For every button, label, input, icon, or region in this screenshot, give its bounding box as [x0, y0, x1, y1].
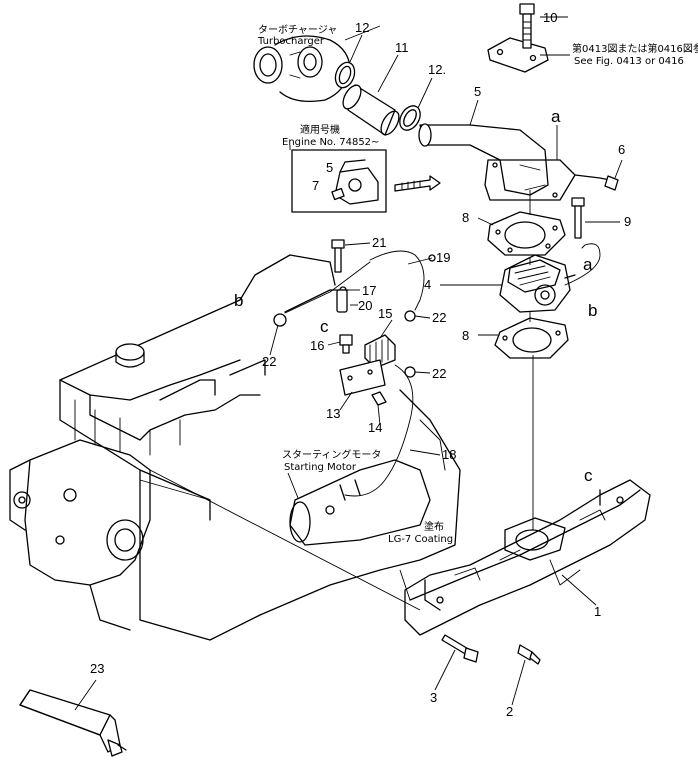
see-fig-en: See Fig. 0413 or 0416 — [574, 56, 684, 67]
callout-16: 16 — [310, 338, 324, 353]
callout-23: 23 — [90, 661, 104, 676]
clip-22-a — [273, 313, 287, 327]
engine-block — [9, 254, 461, 641]
callout-11: 11 — [395, 40, 409, 55]
intake-connector-4 — [499, 254, 576, 313]
wire-17 — [284, 250, 436, 314]
callout-4: 4 — [424, 277, 431, 292]
connector-c-upper: c — [320, 317, 329, 336]
bolt-3 — [441, 634, 479, 663]
callout-15: 15 — [378, 306, 392, 321]
heater-wire — [564, 243, 601, 286]
callout-17: 19 — [436, 250, 450, 265]
callout-12b: 12. — [428, 62, 446, 77]
coating-jp: 塗布 — [424, 520, 444, 533]
callout-21: 21 — [372, 235, 386, 250]
callout-9: 9 — [624, 214, 631, 229]
bolt-16 — [339, 334, 353, 354]
air-elbow-5 — [418, 123, 576, 201]
callout-2: 2 — [506, 704, 513, 719]
tool-23 — [19, 689, 127, 757]
clip-22-b — [404, 310, 416, 322]
callout-6: 6 — [618, 142, 625, 157]
engine-no-jp: 適用号機 — [300, 123, 340, 136]
see-fig-jp: 第0413図または第0416図参照 — [572, 42, 698, 55]
callout-14: 14 — [368, 420, 382, 435]
bolt-21 — [331, 239, 345, 273]
callout-19: 17 — [362, 283, 376, 298]
callout-22-a: 22 — [262, 354, 276, 369]
turbo-label-en: Turbocharger — [257, 36, 325, 47]
callout-5: 5 — [474, 84, 481, 99]
callout-12: 12 — [355, 20, 369, 35]
callout-22-b: 22 — [432, 310, 446, 325]
callout-3: 3 — [430, 690, 437, 705]
wire-18 — [344, 364, 414, 497]
connector-b-right: b — [588, 301, 597, 320]
intake-manifold-1 — [404, 479, 651, 636]
starting-motor-en: Starting Motor — [284, 462, 357, 473]
gasket-8-upper — [487, 211, 566, 256]
bracket-plate — [487, 37, 549, 73]
hose-11 — [342, 84, 400, 136]
bolt-10 — [519, 3, 535, 49]
hose-clamp-12 — [334, 61, 356, 89]
spacer-20 — [336, 289, 348, 313]
connector-b-left: b — [234, 291, 243, 310]
bolt-14 — [371, 391, 387, 406]
callout-22-c: 22 — [432, 366, 446, 381]
sensor-15 — [364, 334, 396, 369]
turbo-label-jp: ターボチャージャ — [258, 24, 337, 36]
callout-1: 1 — [594, 604, 601, 619]
hose-clamp-12b — [399, 105, 421, 131]
callout-8-upper: 8 — [462, 210, 469, 225]
coating-en: LG-7 Coating — [388, 534, 453, 545]
callout-7: 7 — [312, 178, 319, 193]
inset-detail — [291, 149, 441, 213]
callout-8-lower: 8 — [462, 328, 469, 343]
callout-18: 18 — [442, 447, 456, 462]
alignment-line-a — [149, 469, 421, 611]
callout-10: 10 — [543, 10, 557, 25]
bolt-6 — [574, 174, 619, 191]
starting-motor — [289, 459, 431, 546]
callout-5-inset: 5 — [326, 160, 333, 175]
gasket-8-lower — [494, 317, 569, 359]
clip-22-c — [404, 366, 416, 378]
connector-c-lower: c — [584, 466, 593, 485]
bolt-2 — [517, 644, 541, 665]
callout-13: 13 — [326, 406, 340, 421]
plate-13 — [339, 359, 386, 396]
engine-no-en: Engine No. 74852~ — [282, 137, 379, 148]
connector-a-lower: a — [583, 255, 593, 274]
bolt-9 — [571, 197, 585, 239]
connector-a-upper: a — [551, 107, 561, 126]
starting-motor-jp: スターティングモータ — [282, 448, 381, 461]
callout-20: 20 — [358, 298, 372, 313]
